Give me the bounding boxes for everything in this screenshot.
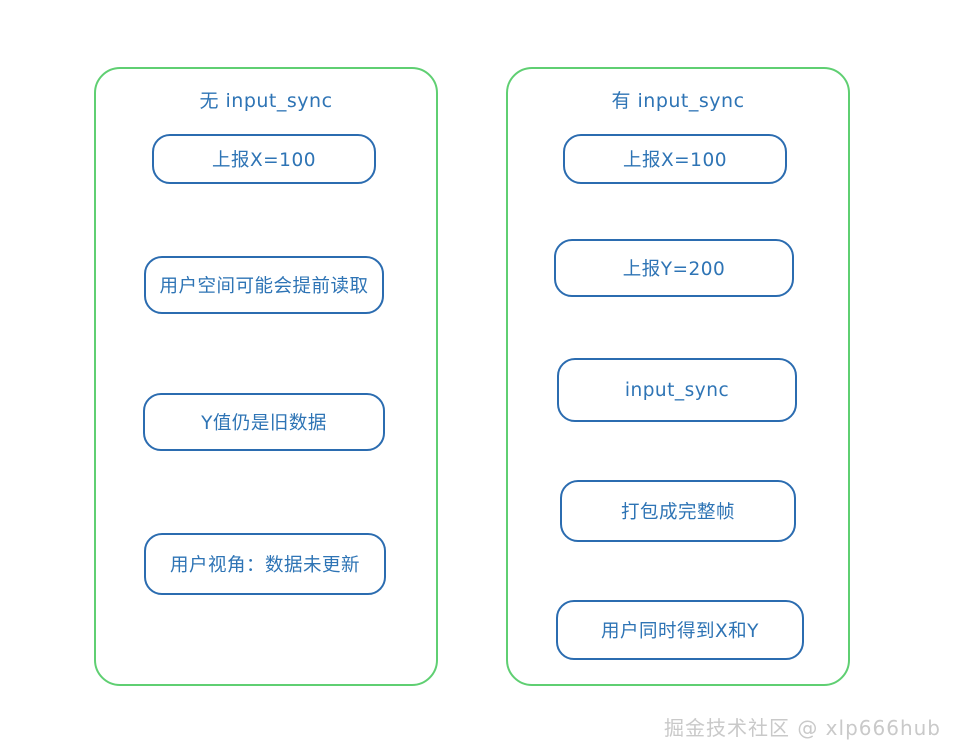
node-label: 上报Y=200 [622, 259, 726, 280]
node-right-input-sync[interactable]: input_sync [557, 358, 797, 422]
node-right-user-gets-x-and-y[interactable]: 用户同时得到X和Y [556, 600, 804, 660]
node-label: 上报X=100 [212, 150, 316, 171]
node-left-user-view-not-updated[interactable]: 用户视角：数据未更新 [144, 533, 386, 595]
panel-title-left: 无 input_sync [199, 90, 333, 112]
node-label: 用户同时得到X和Y [601, 621, 759, 642]
node-label: 用户空间可能会提前读取 [159, 276, 369, 297]
panel-title-right: 有 input_sync [611, 90, 745, 112]
node-left-y-stale[interactable]: Y值仍是旧数据 [143, 393, 385, 451]
node-right-report-x[interactable]: 上报X=100 [563, 134, 787, 184]
node-label: Y值仍是旧数据 [201, 413, 327, 434]
node-right-pack-full-frame[interactable]: 打包成完整帧 [560, 480, 796, 542]
node-left-report-x[interactable]: 上报X=100 [152, 134, 376, 184]
node-left-userspace-early-read[interactable]: 用户空间可能会提前读取 [144, 256, 384, 314]
node-label: input_sync [624, 379, 730, 401]
node-label: 上报X=100 [623, 150, 727, 171]
node-right-report-y[interactable]: 上报Y=200 [554, 239, 794, 297]
node-label: 打包成完整帧 [620, 502, 735, 523]
watermark: 掘金技术社区 @ xlp666hub [663, 716, 941, 740]
node-label: 用户视角：数据未更新 [169, 555, 360, 576]
